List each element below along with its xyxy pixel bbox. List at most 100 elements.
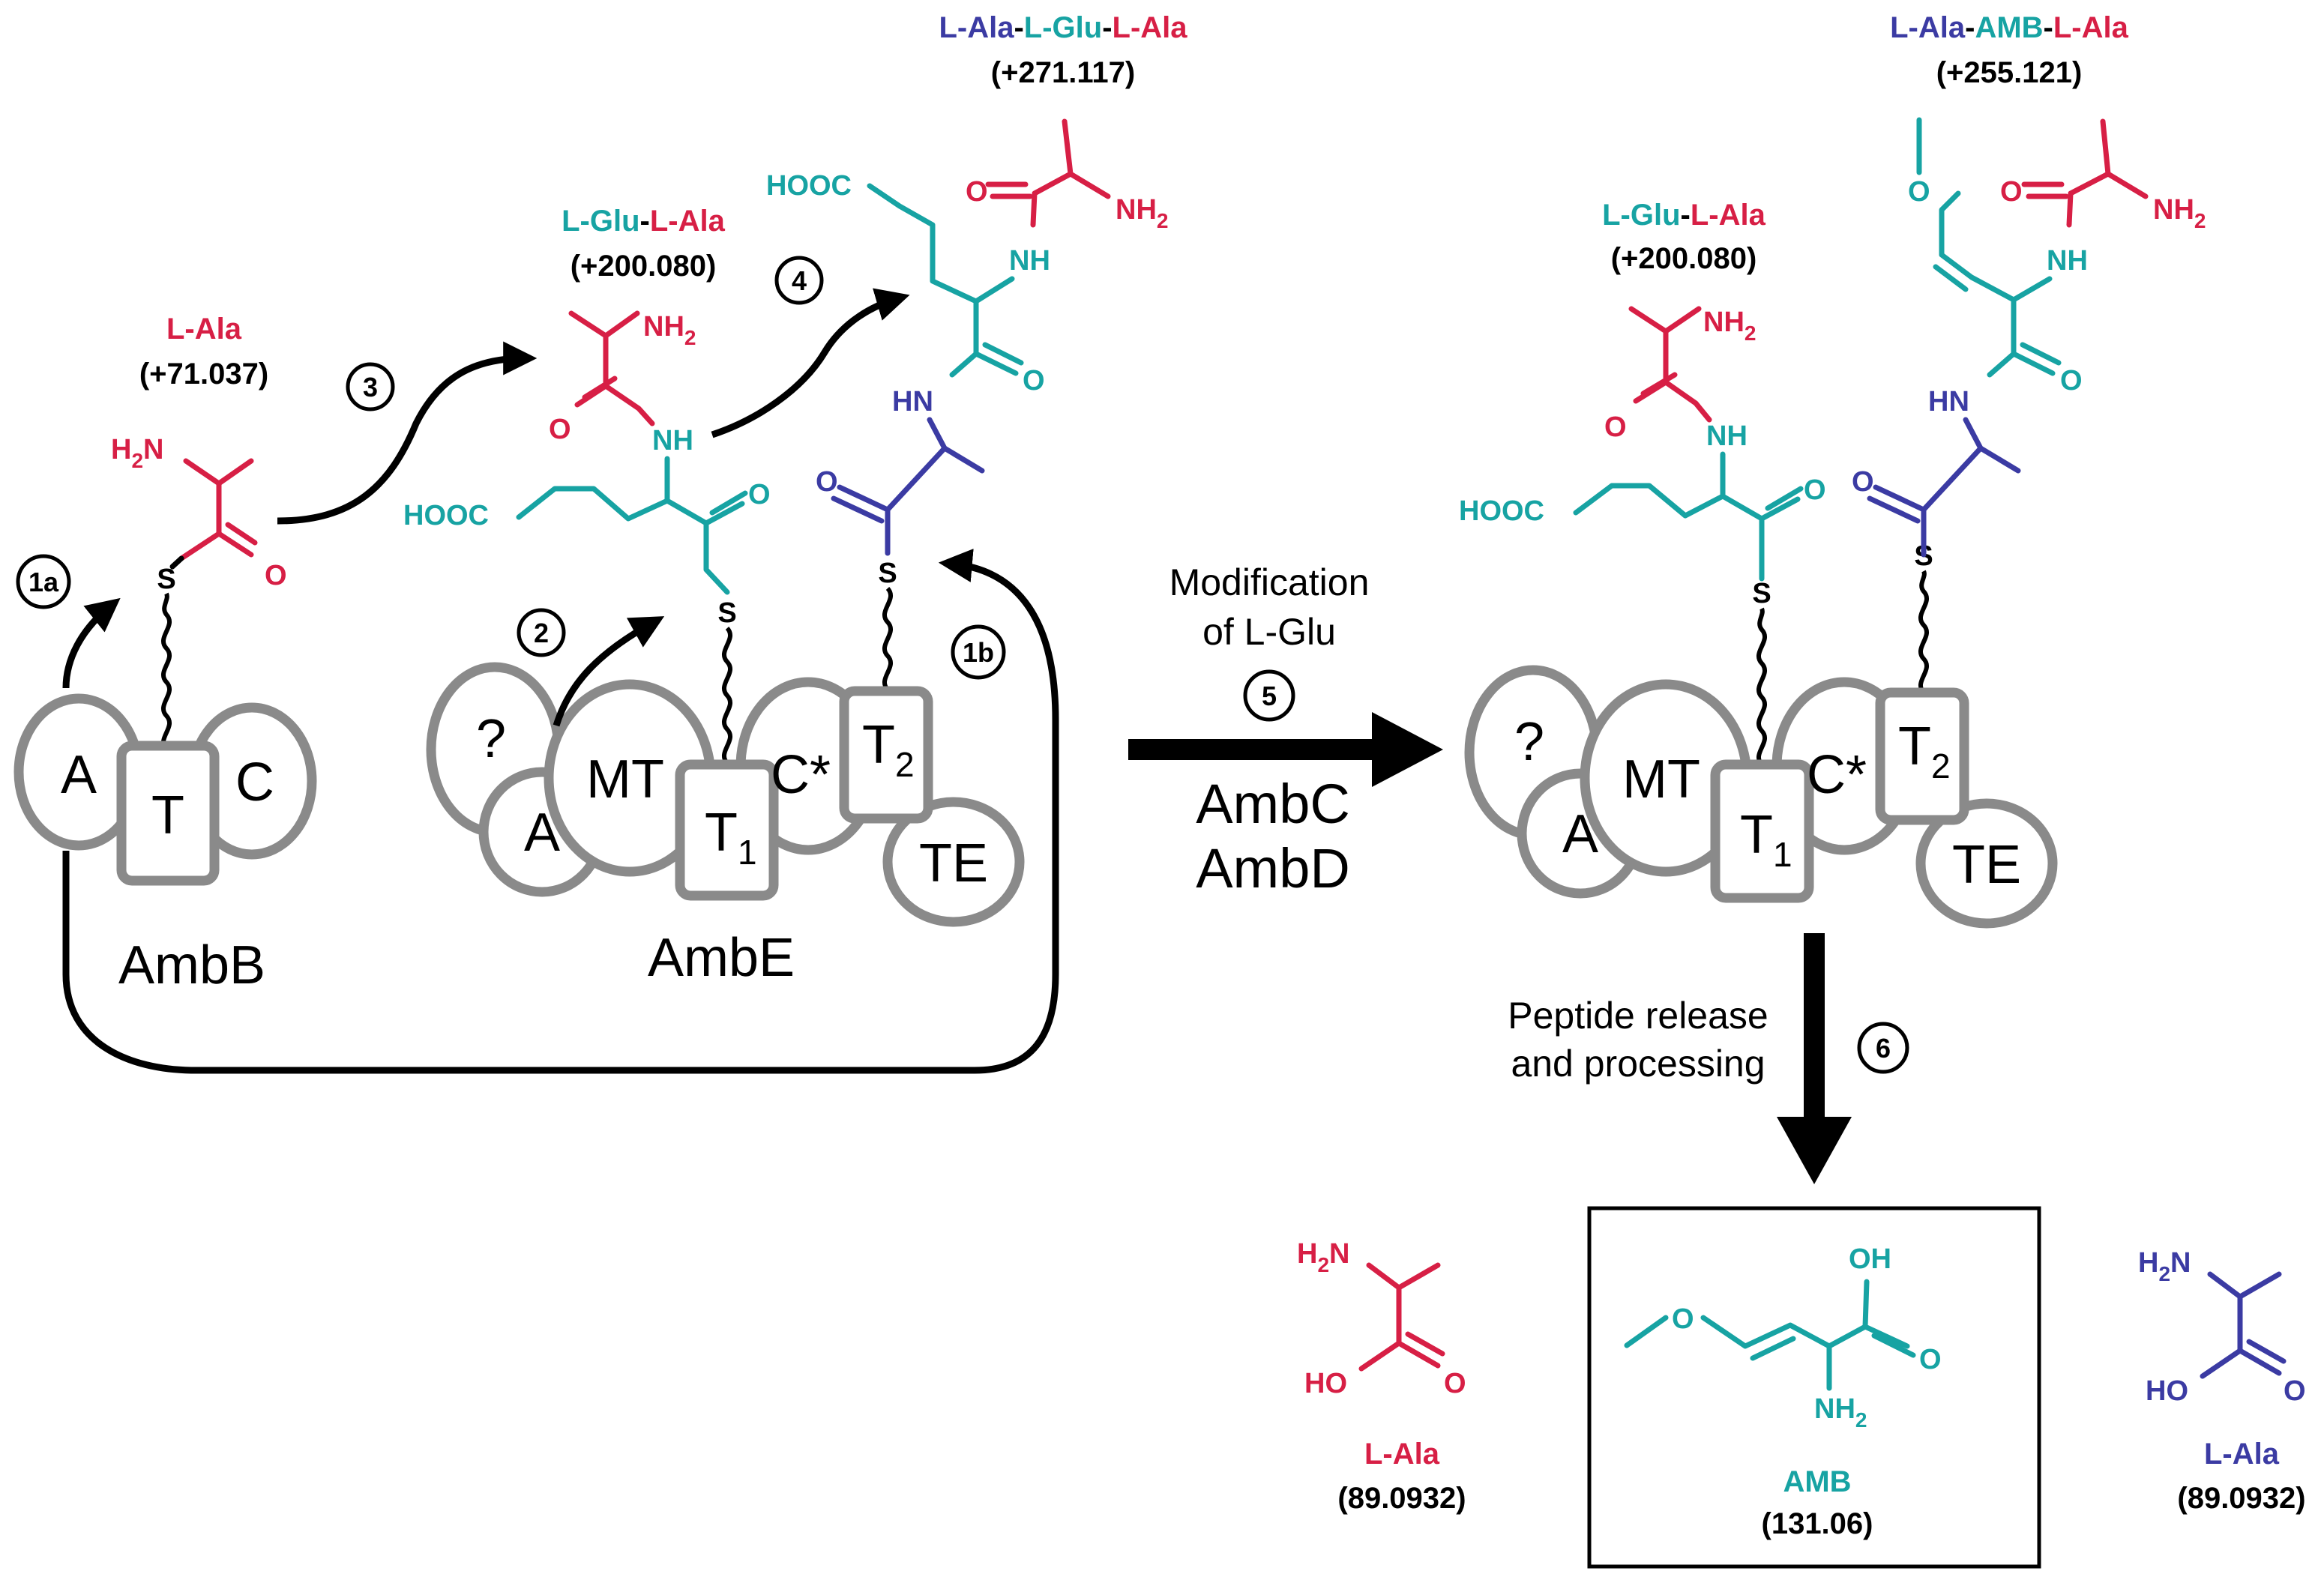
free-ala-1-o: O	[1444, 1368, 1466, 1399]
glu-ala-name: L-Glu-L-Ala	[562, 205, 726, 238]
ala-on-ambb: L-Ala (+71.037) H2N O	[111, 313, 287, 591]
ala-1-s-bond	[169, 555, 184, 570]
ambe-module: ? A MT C* TE T1 T2 AmbE S S	[426, 558, 1025, 988]
step-5-badge	[1243, 669, 1295, 722]
tripeptide-ala2-bonds	[831, 417, 985, 556]
step-1a-arrow	[62, 597, 121, 689]
tripeptide-ala-bonds	[985, 118, 1111, 228]
step-1a-label: 1a	[28, 567, 59, 597]
free-ala-2-bonds	[2200, 1271, 2287, 1379]
free-ala-2-amine: H2N	[2138, 1247, 2191, 1285]
ambe-r-t2-domain	[1875, 687, 1969, 825]
ambe-r-mt-label: MT	[1622, 750, 1700, 809]
r-glu-ala-nh: NH	[1706, 420, 1747, 452]
ambe-te-domain	[882, 797, 1025, 927]
step-5-arrow	[1128, 712, 1443, 787]
amb-tripeptide-name: L-Ala-AMB-L-Ala	[1890, 11, 2129, 44]
amb-product: O OH O NH2 AMB (131.06)	[1587, 1206, 2041, 1569]
amb-box	[1587, 1206, 2041, 1569]
ambb-pantetheine-arm	[161, 592, 172, 752]
tripeptide-ala2-o: O	[816, 466, 838, 498]
ambe-q-label: ?	[476, 709, 506, 769]
glu-ala-on-modified-t1: L-Glu-L-Ala (+200.080) NH2 O NH HOOC O	[1459, 199, 1826, 582]
amb-tripeptide-ala-bonds	[2021, 118, 2149, 228]
glu-ala-mass: (+200.080)	[571, 250, 717, 283]
ambe-t2-label: T2	[862, 715, 915, 784]
step-4-label: 4	[792, 265, 807, 296]
ambe-r-a-label: A	[1562, 804, 1598, 864]
ambe-r-t1-sulfur: S	[1752, 578, 1771, 609]
r-glu-ala-glu-bonds	[1573, 451, 1804, 582]
ambe-te-label: TE	[919, 833, 988, 893]
amb-name: AMB	[1783, 1465, 1851, 1498]
step-6-arrow	[1777, 933, 1852, 1184]
step-6-badge	[1857, 1022, 1909, 1074]
tripeptide-nh2: NH2	[1116, 194, 1168, 232]
amb-tripeptide-amb-o: O	[2060, 365, 2083, 396]
amb-nh2: NH2	[1814, 1393, 1867, 1432]
free-ala-1-name: L-Ala	[1364, 1438, 1440, 1471]
ambe-r-cstar-label: C*	[1807, 745, 1867, 805]
glu-ala-glu-o: O	[748, 479, 771, 510]
amb-tripeptide-hn: HN	[1928, 386, 1969, 417]
step-3-badge	[346, 362, 395, 411]
step-4-badge	[774, 256, 824, 305]
ambe-t1-arm	[722, 626, 732, 765]
ambe-mt-label: MT	[586, 750, 664, 809]
free-ala-2-o: O	[2284, 1375, 2306, 1407]
r-glu-ala-ala-bonds	[1628, 306, 1712, 423]
ala-1-carbonyl-o: O	[265, 560, 287, 591]
amb-tripeptide-ala-o: O	[2000, 176, 2023, 208]
glu-ala-hooc: HOOC	[403, 500, 489, 531]
ambb-name: AmbB	[118, 935, 265, 995]
glu-ala-nh2: NH2	[643, 311, 696, 349]
free-ala-1-mass: (89.0932)	[1337, 1482, 1466, 1515]
amb-tripeptide-ala2-bonds	[1867, 417, 2021, 558]
step-2-arrow	[553, 616, 665, 727]
ambb-module: A T C AmbB S	[13, 564, 317, 995]
tripeptide-glu-bonds	[867, 183, 1024, 378]
ambe-r-t1-domain	[1710, 759, 1814, 903]
r-glu-ala-hooc: HOOC	[1459, 495, 1544, 527]
amb-ether-o: O	[1672, 1303, 1694, 1335]
r-glu-ala-name: L-Glu-L-Ala	[1602, 199, 1766, 232]
glu-ala-ala-o: O	[549, 414, 571, 445]
ambb-t-label: T	[151, 786, 184, 845]
amb-bonds	[1624, 1279, 1916, 1391]
ambe-cstar-label: C*	[771, 745, 831, 805]
ambe-r-t2-label: T2	[1898, 717, 1951, 786]
step-3-label: 3	[363, 372, 378, 402]
ala-1-name: L-Ala	[166, 313, 242, 346]
step-3-arrow	[277, 341, 538, 525]
step-5-label: 5	[1262, 681, 1277, 711]
tripeptide-mass: (+271.117)	[991, 56, 1135, 89]
modification-line-1: Modification	[1169, 561, 1370, 603]
ambe-r-t1-label: T1	[1740, 805, 1792, 874]
release-line-2: and processing	[1511, 1043, 1765, 1085]
ala-1-amine: H2N	[111, 434, 163, 472]
ambb-c-label: C	[235, 753, 274, 812]
tripeptide-ala-o: O	[966, 176, 988, 208]
step-2-badge	[517, 608, 566, 657]
r-glu-ala-nh2: NH2	[1703, 307, 1756, 345]
amb-o: O	[1919, 1344, 1942, 1375]
amb-mass: (131.06)	[1762, 1507, 1873, 1540]
r-glu-ala-mass: (+200.080)	[1611, 242, 1757, 275]
glu-ala-nh: NH	[652, 425, 693, 456]
tripeptide-hooc: HOOC	[766, 170, 852, 202]
amb-tripeptide-nh: NH	[2047, 245, 2088, 277]
amb-tripeptide-ether-o: O	[1908, 176, 1930, 208]
ambe-t2-arm	[882, 586, 893, 692]
ala-1-mass: (+71.037)	[139, 358, 268, 391]
amb-tripeptide-nh2: NH2	[2153, 194, 2206, 232]
ambe-module-modified: ? A MT C* TE T1 T2 S S	[1464, 540, 2058, 929]
glu-ala-ala-bonds	[568, 310, 655, 426]
free-ala-2: H2N HO O L-Ala (89.0932)	[2138, 1247, 2306, 1515]
free-ala-1-amine: H2N	[1297, 1238, 1349, 1276]
free-ala-2-ho: HO	[2146, 1375, 2188, 1407]
ambc-label: AmbC	[1196, 773, 1350, 835]
modification-line-2: of L-Glu	[1202, 611, 1336, 653]
free-ala-2-name: L-Ala	[2204, 1438, 2280, 1471]
step-2-label: 2	[534, 618, 549, 648]
